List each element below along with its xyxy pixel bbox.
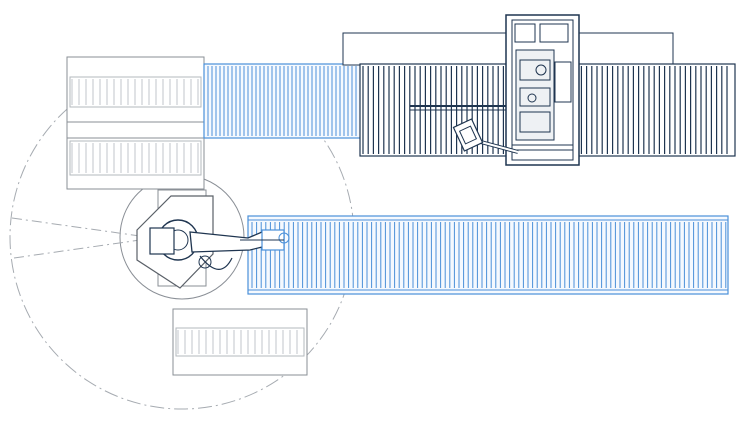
storage-rack-upper	[66, 56, 205, 190]
storage-rack-lower	[172, 308, 308, 376]
reach-line-upper	[11, 217, 141, 237]
infeed-conveyor	[203, 63, 362, 139]
reach-line-lower	[13, 239, 141, 259]
industrial-robot-arm-icon	[149, 219, 290, 270]
cnc-machine-icon	[505, 14, 580, 166]
loader-robot-icon	[452, 118, 519, 154]
outfeed-conveyor	[247, 215, 729, 295]
